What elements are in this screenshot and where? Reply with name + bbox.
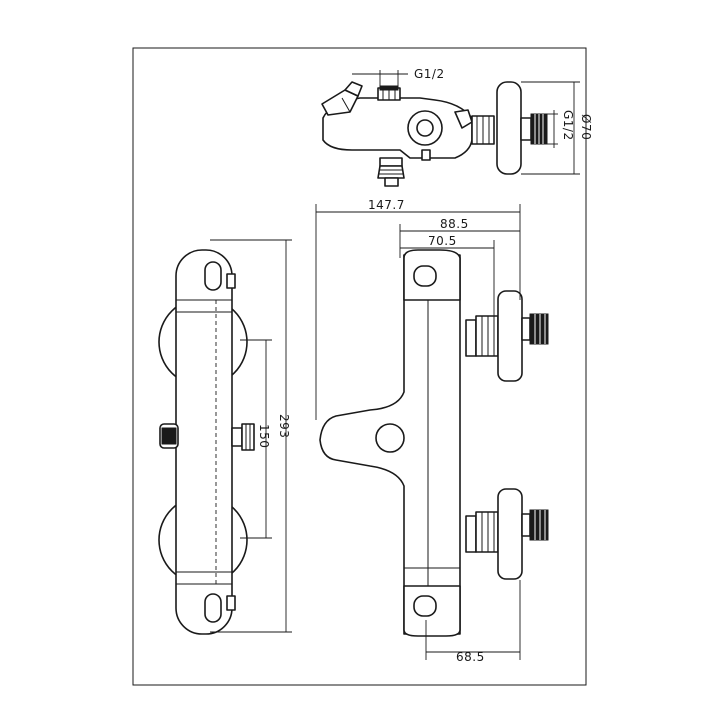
top-view	[321, 81, 548, 187]
front-view	[158, 249, 255, 635]
dim-label-escutcheon-diameter: Ø70	[579, 114, 593, 140]
front-view-dimensions: 150 293	[210, 239, 292, 633]
side-view	[319, 249, 549, 637]
dim-label-overall-depth: 147.7	[368, 198, 405, 212]
dim-label-overall-height: 293	[277, 414, 291, 438]
drawing-frame	[132, 47, 587, 686]
dim-label-depth-to-wall: 88.5	[440, 217, 469, 231]
dim-label-inlet-spacing: 150	[257, 424, 271, 448]
dim-label-inlet-thread-top: G1/2	[414, 67, 445, 81]
top-view-dimensions: G1/2 G1/2 Ø70	[352, 67, 593, 175]
dim-label-inlet-thread-side: G1/2	[561, 110, 575, 141]
dim-label-outlet-offset: 68.5	[456, 650, 485, 664]
side-view-dimensions: 147.7 88.5 70.5 68.5	[315, 198, 521, 664]
dim-label-body-depth: 70.5	[428, 234, 457, 248]
